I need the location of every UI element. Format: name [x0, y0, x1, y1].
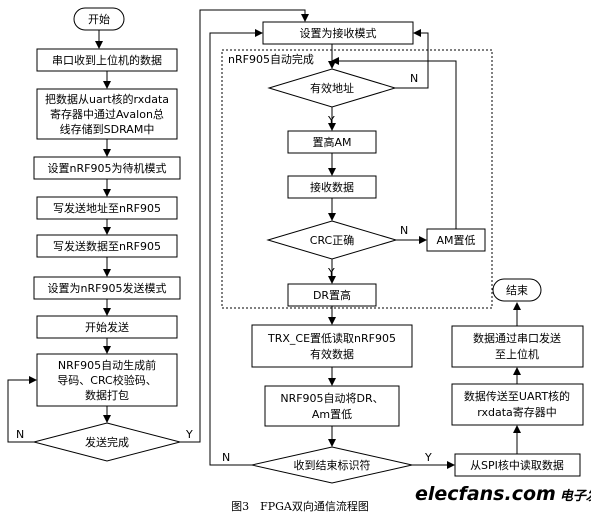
store-box [36, 88, 178, 140]
write-addr-label: 写发送地址至nRF905 [53, 201, 161, 215]
read-data-box [251, 324, 413, 368]
auto-low-line-1: NRF905自动将DR、 [280, 392, 383, 405]
store-line-1: 把数据从uart核的rxdata [45, 92, 169, 106]
valid-addr-yes: Y [327, 114, 335, 127]
to-uart-box [451, 383, 584, 426]
tx-mode-label: 设置为nRF905发送模式 [48, 281, 167, 295]
end-flag-label: 收到结束标识符 [294, 458, 371, 472]
send-done-label: 发送完成 [85, 435, 129, 449]
crc-label: CRC正确 [310, 234, 354, 247]
auto-gen-line-3: 数据打包 [85, 388, 129, 402]
spi-read-label: 从SPI核中读取数据 [470, 458, 564, 472]
serial-send-line-1: 数据通过串口发送 [473, 331, 561, 345]
receive-label: 串口收到上位机的数据 [52, 53, 162, 67]
store-line-2: 寄存器中通过Avalon总 [50, 107, 164, 121]
auto-gen-line-1: NRF905自动生成前 [58, 358, 156, 372]
write-data-label: 写发送数据至nRF905 [53, 239, 161, 253]
logo-brand-cn: 电子发烧友 [560, 488, 591, 504]
auto-region-label: nRF905自动完成 [228, 52, 314, 66]
auto-gen-box [36, 353, 178, 407]
left-column: 开始 串口收到上位机的数据 把数据从uart核的rxdata 寄存器中通过Ava… [7, 7, 309, 462]
serial-send-box [451, 325, 584, 368]
read-data-line-1: TRX_CE置低读取nRF905 [267, 331, 396, 345]
start-label: 开始 [88, 12, 110, 26]
auto-low-line-2: Am置低 [312, 408, 352, 421]
end-flag-decision [251, 446, 413, 484]
store-line-3: 线存储到SDRAM中 [60, 122, 155, 136]
to-uart-line-1: 数据传送至UART核的 [464, 389, 570, 403]
end-flag-no: N [222, 451, 230, 464]
valid-addr-label: 有效地址 [310, 81, 354, 95]
right-column: 从SPI核中读取数据 数据传送至UART核的 rxdata寄存器中 数据通过串口… [451, 278, 584, 477]
auto-low-box [264, 385, 400, 427]
auto-gen-line-2: 导码、CRC校验码、 [57, 373, 156, 387]
recv-data-label: 接收数据 [310, 180, 354, 194]
send-done-decision [32, 422, 182, 462]
valid-addr-no: N [410, 72, 418, 85]
rx-mode-label: 设置为接收模式 [300, 26, 377, 40]
end-label: 结束 [506, 284, 528, 297]
standby-label: 设置nRF905为待机模式 [48, 161, 167, 175]
dr-high-label: DR置高 [313, 288, 351, 302]
send-done-yes: Y [185, 428, 193, 441]
end-terminator [492, 278, 542, 302]
middle-column: 设置为接收模式 nRF905自动完成 有效地址 N Y 置高AM 接收数据 CR… [209, 21, 493, 484]
crc-no: N [400, 224, 408, 237]
logo-brand: elecfans.com [415, 483, 556, 505]
crc-yes: Y [327, 266, 335, 279]
read-data-line-2: 有效数据 [310, 347, 354, 361]
send-done-no: N [16, 428, 24, 441]
end-flag-yes: Y [424, 451, 432, 464]
start-send-label: 开始发送 [85, 320, 129, 334]
set-am-label: 置高AM [312, 135, 351, 149]
elecfans-logo: elecfans.com 电子发烧友 [415, 483, 591, 505]
am-low-label: AM置低 [436, 234, 475, 247]
to-uart-line-2: rxdata寄存器中 [477, 405, 557, 419]
figure-caption: 图3 FPGA双向通信流程图 [231, 499, 369, 513]
serial-send-line-2: 至上位机 [495, 347, 539, 361]
